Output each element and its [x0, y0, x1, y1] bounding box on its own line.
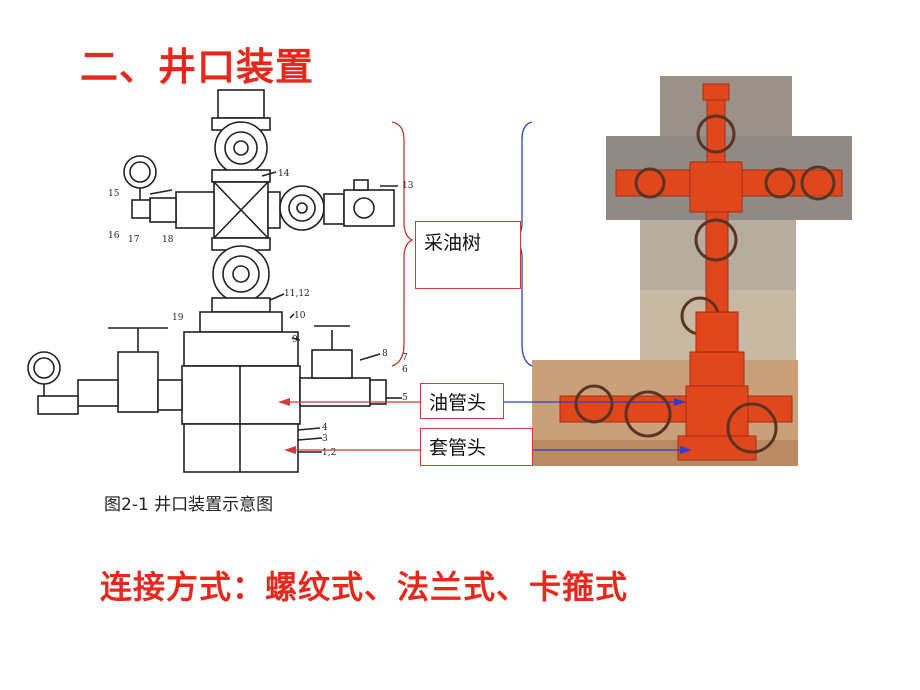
part-number: 19 [172, 313, 184, 323]
figure-caption: 图2-1 井口装置示意图 [104, 495, 274, 515]
arrow-left-casing [284, 446, 296, 454]
arrow-right-casing [680, 446, 692, 454]
slide-title: 二、井口装置 [80, 45, 315, 89]
part-number: 3 [322, 434, 328, 444]
part-number: 16 [108, 231, 120, 241]
part-number: 13 [402, 181, 414, 191]
part-number: 5 [402, 393, 408, 403]
part-number: 7 [402, 353, 408, 363]
arrow-right-tubing [674, 398, 686, 406]
arrow-left-tubing [278, 398, 290, 406]
part-number: 18 [162, 235, 174, 245]
part-number: 8 [382, 349, 388, 359]
connection-methods-text: 连接方式：螺纹式、法兰式、卡箍式 [100, 568, 629, 606]
part-number: 1,2 [322, 448, 336, 458]
part-number: 14 [278, 169, 290, 179]
part-number: 17 [128, 235, 140, 245]
christmas-tree-label: 采油树 [415, 221, 521, 289]
tubing-head-label: 油管头 [420, 383, 504, 419]
part-number: 9 [292, 335, 298, 345]
part-number: 4 [322, 423, 328, 433]
casing-head-label: 套管头 [420, 428, 533, 466]
left-bracket [391, 121, 414, 367]
part-number: 15 [108, 189, 120, 199]
part-number: 10 [294, 311, 306, 321]
part-number: 6 [402, 365, 408, 375]
part-number: 11,12 [284, 289, 310, 299]
